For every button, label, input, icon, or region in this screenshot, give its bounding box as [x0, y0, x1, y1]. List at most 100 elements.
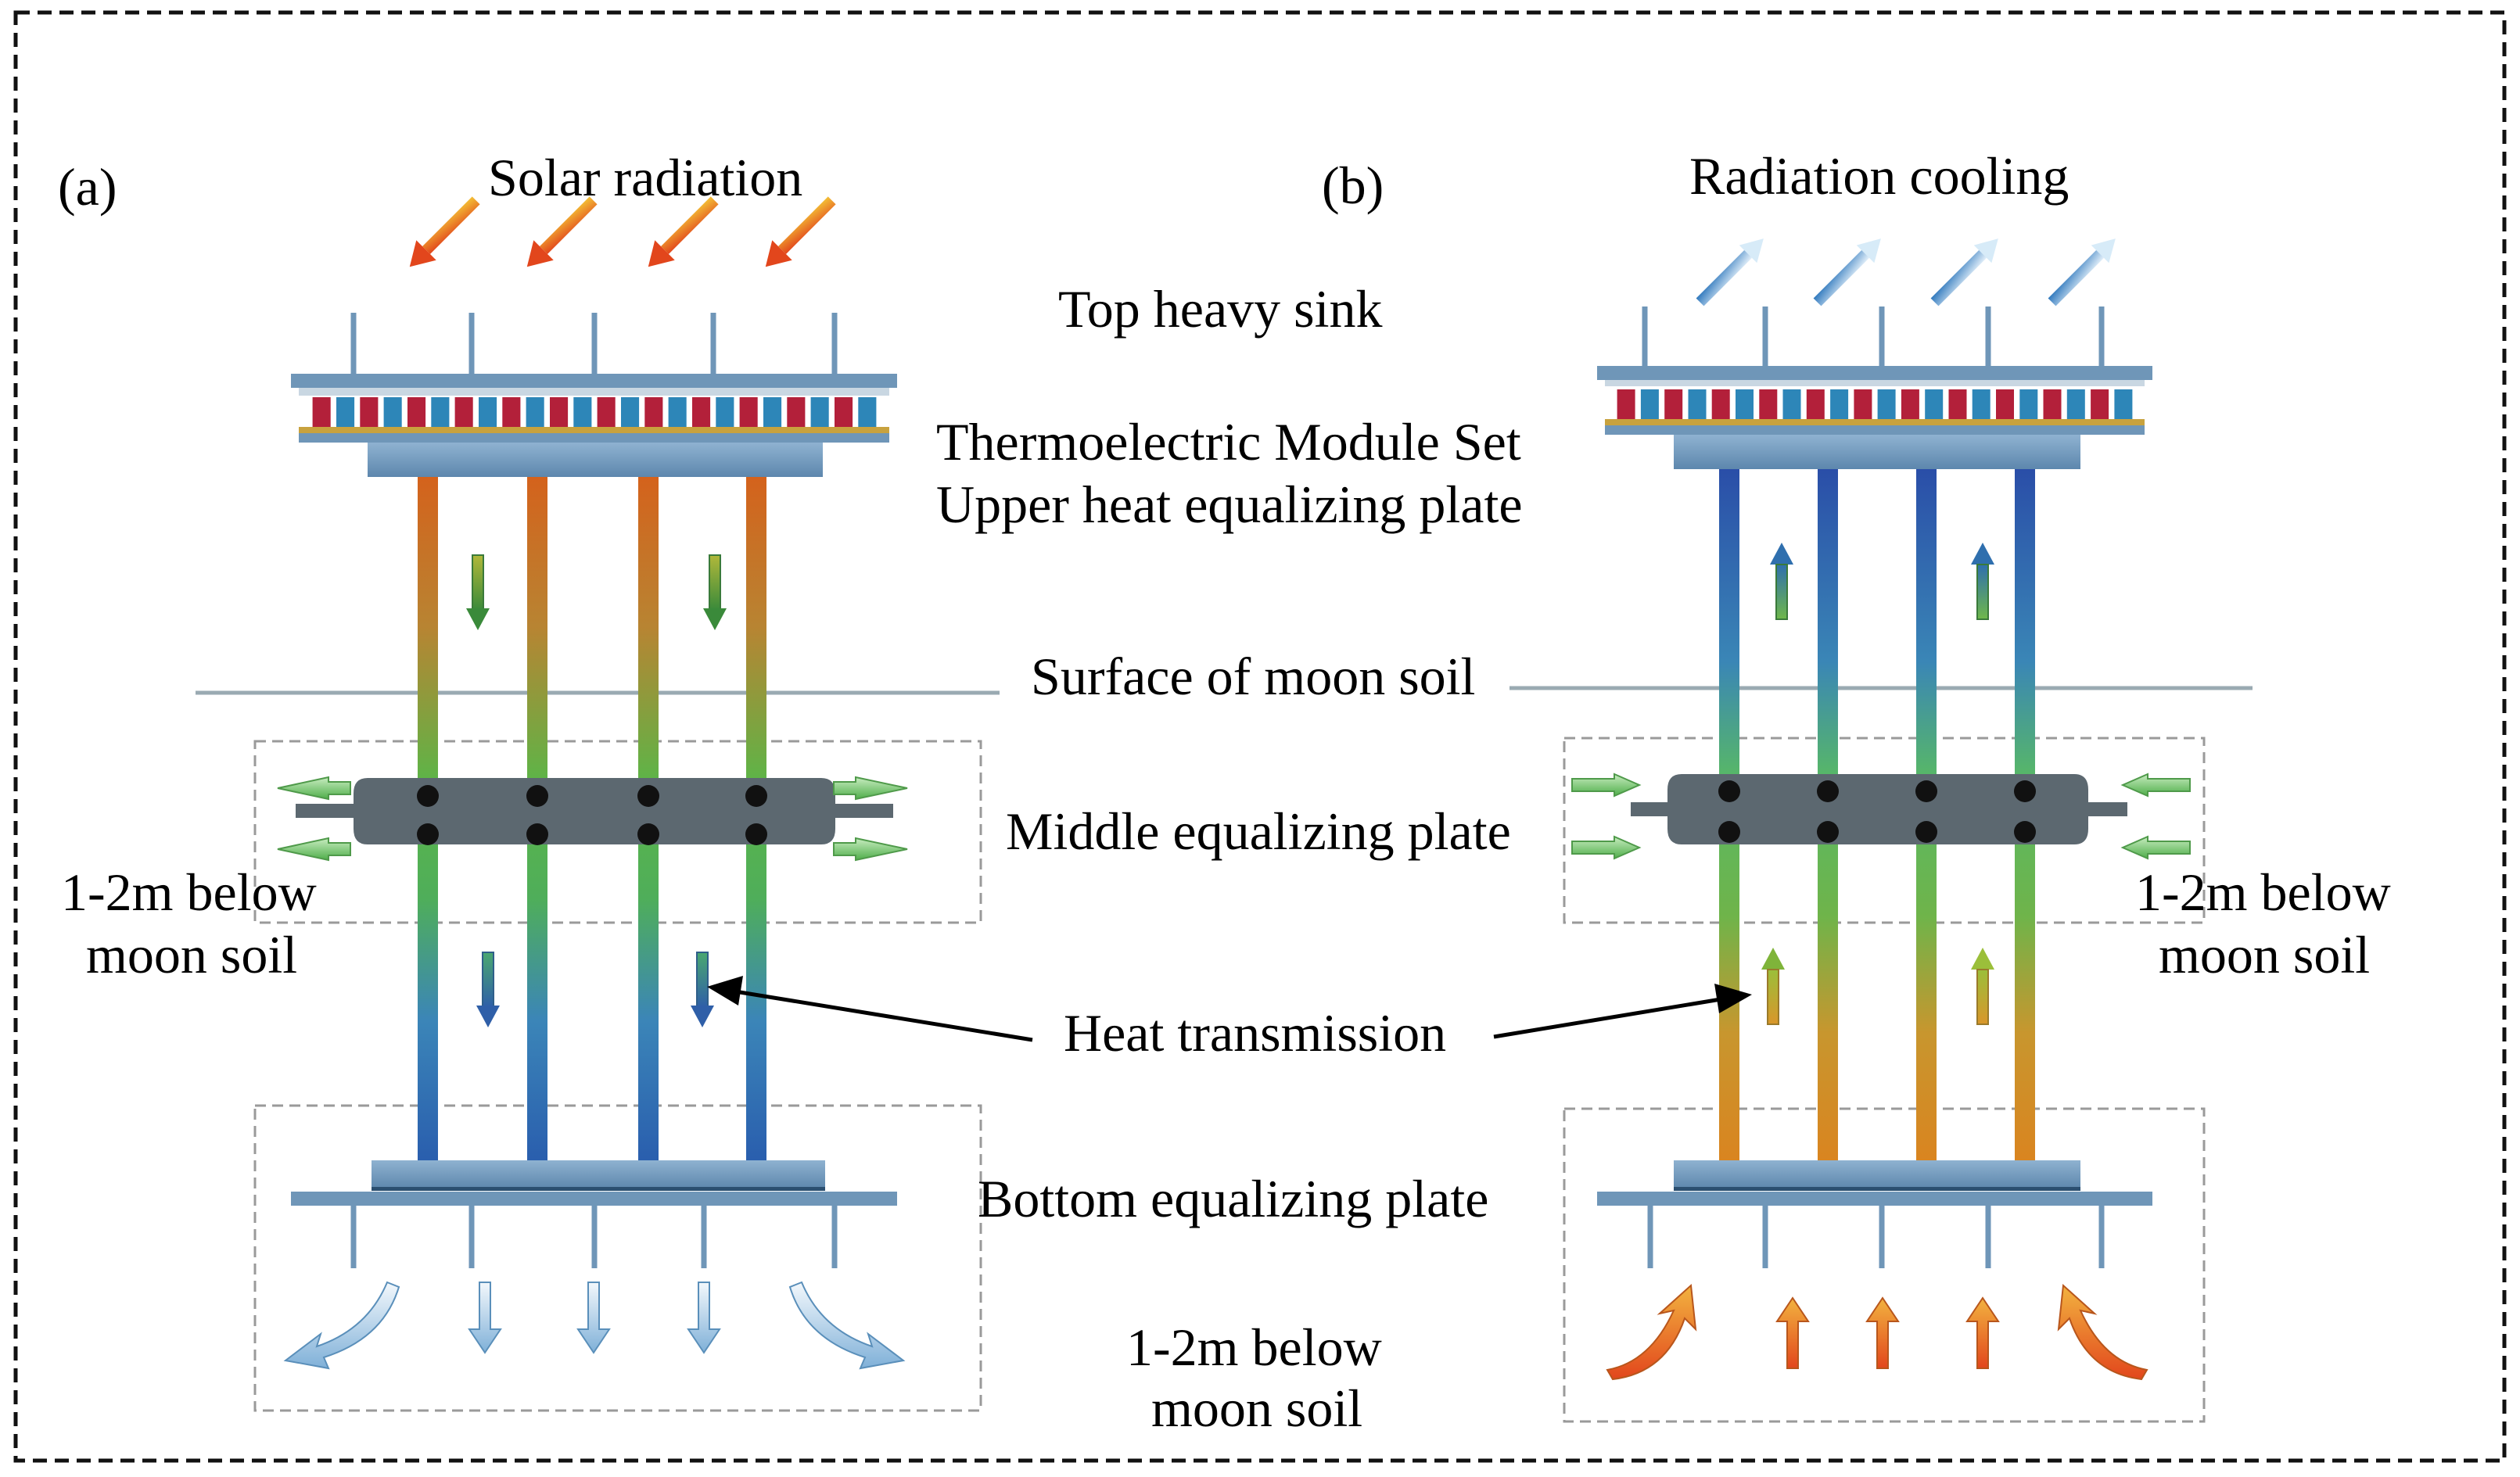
- thermoelectric-cell: [810, 397, 829, 427]
- solar-arrow-1: [409, 196, 480, 267]
- thermoelectric-cell: [526, 397, 544, 427]
- top-heavy-sink-b: [1597, 366, 2152, 380]
- bottom-region-box-a: [253, 1104, 982, 1412]
- middle-equalizing-plate-b: [1631, 774, 2127, 844]
- flow-arrows-b: [1761, 543, 1994, 1025]
- thermoelectric-cell: [1711, 389, 1730, 419]
- thermoelectric-cell: [1996, 389, 2014, 419]
- bottom-plate-label: Bottom equalizing plate: [978, 1169, 1488, 1228]
- thermoelectric-cell: [550, 397, 569, 427]
- thermoelectric-cell: [407, 397, 426, 427]
- bottom-fins-a: [350, 1206, 838, 1268]
- up-arrow-lower-2: [1971, 948, 1994, 1025]
- down-arrow-upper-2: [703, 554, 727, 630]
- thermoelectric-cell: [1688, 389, 1707, 419]
- thermoelectric-cell: [668, 397, 687, 427]
- middle-equalizing-plate-a: [296, 778, 893, 844]
- outer-frame: [13, 10, 2507, 1463]
- thermoelectric-cell: [1830, 389, 1849, 419]
- thermoelectric-cell: [383, 397, 402, 427]
- thermoelectric-cell: [763, 397, 782, 427]
- cooling-arrow-3: [1930, 238, 1998, 307]
- module-gold-strip-a: [299, 427, 889, 433]
- depth-label-a-line1: 1-2m below: [61, 862, 317, 922]
- thermoelectric-cell: [312, 397, 331, 427]
- thermoelectric-cell: [1901, 389, 1919, 419]
- solar-arrow-3: [648, 196, 719, 267]
- thermoelectric-cell: [858, 397, 877, 427]
- up-arrow-upper-2: [1971, 543, 1994, 620]
- heat-transmission-pointers: [707, 976, 1752, 1042]
- bottom-depth-label-line2: moon soil: [1151, 1378, 1362, 1438]
- thermoelectric-cell: [835, 397, 853, 427]
- thermoelectric-cell: [1972, 389, 1991, 419]
- module-base-b: [1605, 425, 2145, 435]
- panel-a: [277, 196, 908, 1370]
- bottom-plate-line-b: [1674, 1187, 2080, 1191]
- top-heavy-sink-a: [291, 374, 897, 388]
- down-arrow-upper-1: [466, 554, 490, 630]
- thermoelectric-cell: [502, 397, 521, 427]
- middle-region-box-a: [253, 740, 982, 924]
- middle-side-arrows-a: [277, 776, 908, 862]
- thermoelectric-cell: [1759, 389, 1778, 419]
- thermoelectric-cell: [336, 397, 355, 427]
- down-arrow-lower-1: [476, 952, 500, 1027]
- thermoelectric-cell: [1617, 389, 1635, 419]
- bottom-plate-base-a: [291, 1192, 897, 1206]
- panel-label-b: (b): [1322, 156, 1384, 215]
- upper-equalizing-plate-a: [368, 443, 823, 477]
- thermoelectric-cell: [2091, 389, 2109, 419]
- middle-plate-label: Middle equalizing plate: [1006, 801, 1511, 861]
- surface-label: Surface of moon soil: [1031, 647, 1475, 706]
- pipe-joints-a: [417, 785, 767, 845]
- panel-b: [1571, 238, 2191, 1381]
- depth-label-a-line2: moon soil: [86, 925, 297, 984]
- bottom-plate-line-a: [372, 1187, 825, 1191]
- solar-arrow-4: [765, 196, 836, 267]
- thermoelectric-cell: [360, 397, 379, 427]
- thermoelectric-cell: [1664, 389, 1683, 419]
- soil-arrows-b: [1606, 1283, 2148, 1381]
- thermoelectric-module-set-b: [1617, 389, 2133, 419]
- thermoelectric-cell: [1806, 389, 1825, 419]
- depth-label-b-line1: 1-2m below: [2135, 862, 2391, 922]
- flow-arrows-a: [466, 554, 727, 1027]
- thermoelectric-cell: [597, 397, 616, 427]
- thermoelectric-cell: [1948, 389, 1967, 419]
- bottom-region-box-b: [1563, 1107, 2206, 1423]
- cooling-arrow-1: [1696, 238, 1764, 307]
- top-sink-underside-a: [299, 388, 889, 396]
- thermoelectric-module-set-a: [312, 397, 877, 427]
- cooling-arrow-4: [2048, 238, 2116, 307]
- thermoelectric-cell: [573, 397, 592, 427]
- thermoelectric-cell: [2066, 389, 2085, 419]
- thermoelectric-cell: [787, 397, 806, 427]
- thermoelectric-cell: [2043, 389, 2062, 419]
- thermoelectric-cell: [1736, 389, 1754, 419]
- thermoelectric-cell: [1854, 389, 1872, 419]
- thermoelectric-module-label: Thermoelectric Module Set: [936, 412, 1521, 471]
- bottom-equalizing-plate-a: [372, 1160, 825, 1188]
- radiation-cooling-arrows: [1696, 238, 2116, 307]
- thermoelectric-cell: [621, 397, 640, 427]
- soil-arrows-a: [283, 1281, 906, 1370]
- thermoelectric-cell: [2114, 389, 2133, 419]
- bottom-depth-label-line1: 1-2m below: [1126, 1317, 1382, 1377]
- middle-region-box-b: [1563, 737, 2206, 924]
- up-arrow-lower-1: [1761, 948, 1785, 1025]
- module-gold-strip-b: [1605, 419, 2145, 425]
- upper-plate-label: Upper heat equalizing plate: [936, 475, 1523, 534]
- thermoelectric-cell: [431, 397, 450, 427]
- thermoelectric-cell: [454, 397, 473, 427]
- solar-arrow-2: [526, 196, 598, 267]
- cooling-arrow-2: [1813, 238, 1881, 307]
- depth-label-b-line2: moon soil: [2159, 925, 2370, 984]
- up-arrow-upper-1: [1770, 543, 1793, 620]
- top-heavy-sink-label: Top heavy sink: [1058, 279, 1383, 339]
- solar-radiation-arrows: [409, 196, 836, 267]
- thermoelectric-cell: [716, 397, 734, 427]
- down-arrow-lower-2: [691, 952, 714, 1027]
- thermoelectric-cell: [479, 397, 497, 427]
